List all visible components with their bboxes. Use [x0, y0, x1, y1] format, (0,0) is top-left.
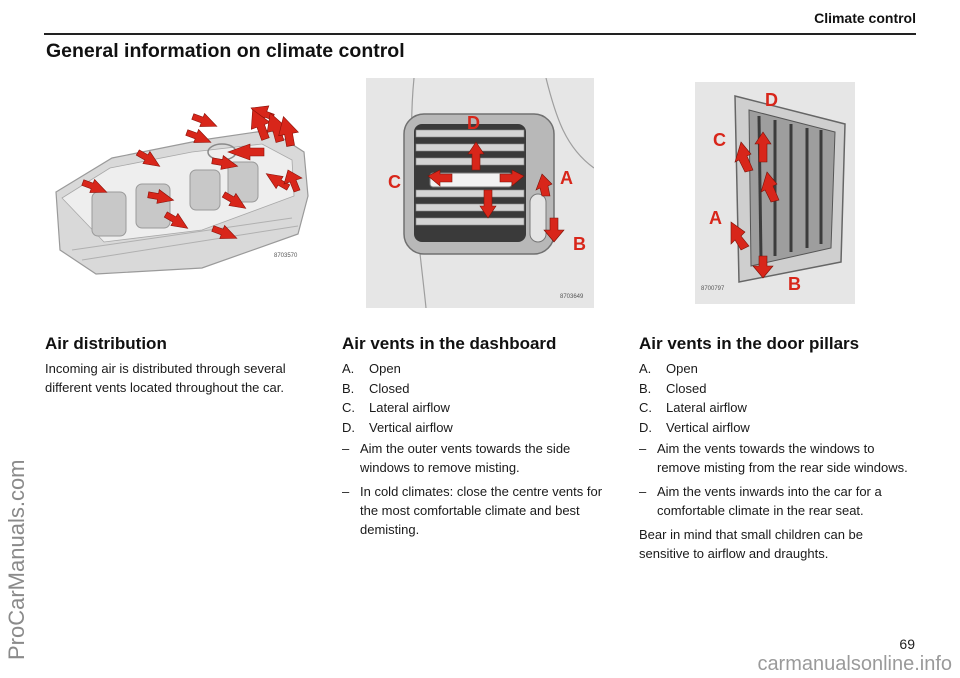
- item-key: B.: [639, 380, 652, 396]
- item-label: Vertical airflow: [666, 419, 750, 435]
- callout-a: A: [709, 208, 722, 228]
- page-number: 69: [899, 636, 915, 652]
- list-item: B. Closed: [342, 379, 617, 399]
- item-label: Vertical airflow: [369, 419, 453, 435]
- section-title: Air vents in the door pillars: [639, 334, 860, 353]
- vent-legend-list: A. Open B. Closed C. Lateral airflow D. Vert…: [342, 359, 617, 437]
- list-item: C. Lateral airflow: [639, 398, 914, 418]
- instruction-list: –Aim the outer vents towards the side wi…: [342, 439, 617, 539]
- instruction-text: In cold climates: close the centre vents…: [360, 484, 603, 537]
- item-key: D.: [342, 419, 355, 435]
- list-item: C. Lateral airflow: [342, 398, 617, 418]
- item-key: A.: [639, 361, 652, 376]
- item-key: C.: [639, 400, 652, 415]
- figure-code: 8700797: [701, 286, 725, 292]
- list-item: A. Open: [639, 359, 914, 379]
- instruction-text: Aim the outer vents towards the side win…: [360, 441, 571, 475]
- dashboard-vents-section: Air vents in the dashboard A. Open B. Clos…: [342, 334, 617, 544]
- instruction-list: –Aim the vents towards the windows to re…: [639, 439, 914, 520]
- section-title: Air distribution: [45, 334, 167, 353]
- callout-c: C: [713, 130, 726, 150]
- callout-b: B: [573, 234, 586, 254]
- pillar-vents-section: Air vents in the door pillars A. Open B. C…: [639, 334, 914, 563]
- safety-note: Bear in mind that small children can be …: [639, 527, 864, 561]
- callout-a: A: [560, 168, 573, 188]
- dash-bullet: –: [639, 484, 647, 499]
- figure-code: 8703649: [560, 294, 584, 300]
- item-key: A.: [342, 361, 355, 376]
- item-label: Closed: [666, 380, 707, 396]
- list-item: B. Closed: [639, 379, 914, 399]
- item-key: D.: [639, 419, 652, 435]
- running-header: Climate control: [814, 10, 916, 26]
- instruction-item: –Aim the vents inwards into the car for …: [639, 482, 914, 520]
- side-watermark: ProCarManuals.com: [4, 459, 29, 660]
- bottom-watermark: carmanualsonline.info: [757, 653, 952, 675]
- item-label: Lateral airflow: [369, 400, 450, 415]
- car-airflow-illustration: 8703570: [52, 100, 312, 288]
- list-item: D. Vertical airflow: [342, 418, 617, 438]
- air-distribution-section: Air distribution Incoming air is distrib…: [45, 334, 320, 397]
- item-label: Closed: [369, 380, 410, 396]
- list-item: D. Vertical airflow: [639, 418, 914, 438]
- dash-bullet: –: [639, 441, 647, 456]
- list-item: A. Open: [342, 359, 617, 379]
- instruction-item: –In cold climates: close the centre vent…: [342, 482, 617, 539]
- item-key: C.: [342, 400, 355, 415]
- callout-d: D: [467, 113, 480, 133]
- pillar-vent-illustration: D C A B 8700797: [695, 82, 855, 304]
- body-text: Incoming air is distributed through seve…: [45, 361, 286, 395]
- dash-bullet: –: [342, 484, 350, 499]
- item-label: Open: [666, 361, 698, 376]
- callout-b: B: [788, 274, 801, 294]
- instruction-item: –Aim the outer vents towards the side wi…: [342, 439, 617, 477]
- item-label: Open: [369, 361, 401, 376]
- vent-legend-list: A. Open B. Closed C. Lateral airflow D. Vert…: [639, 359, 914, 437]
- callout-d: D: [765, 90, 778, 110]
- item-key: B.: [342, 380, 355, 396]
- figure-code: 8703570: [274, 253, 298, 259]
- page-title: General information on climate control: [46, 40, 405, 62]
- instruction-text: Aim the vents towards the windows to rem…: [657, 441, 908, 475]
- dash-bullet: –: [342, 441, 350, 456]
- instruction-text: Aim the vents inwards into the car for a…: [657, 484, 882, 518]
- item-label: Lateral airflow: [666, 400, 747, 415]
- dashboard-vent-illustration: D C A B 8703649: [366, 78, 594, 308]
- header-rule: [44, 33, 916, 35]
- section-title: Air vents in the dashboard: [342, 334, 557, 353]
- instruction-item: –Aim the vents towards the windows to re…: [639, 439, 914, 477]
- callout-c: C: [388, 172, 401, 192]
